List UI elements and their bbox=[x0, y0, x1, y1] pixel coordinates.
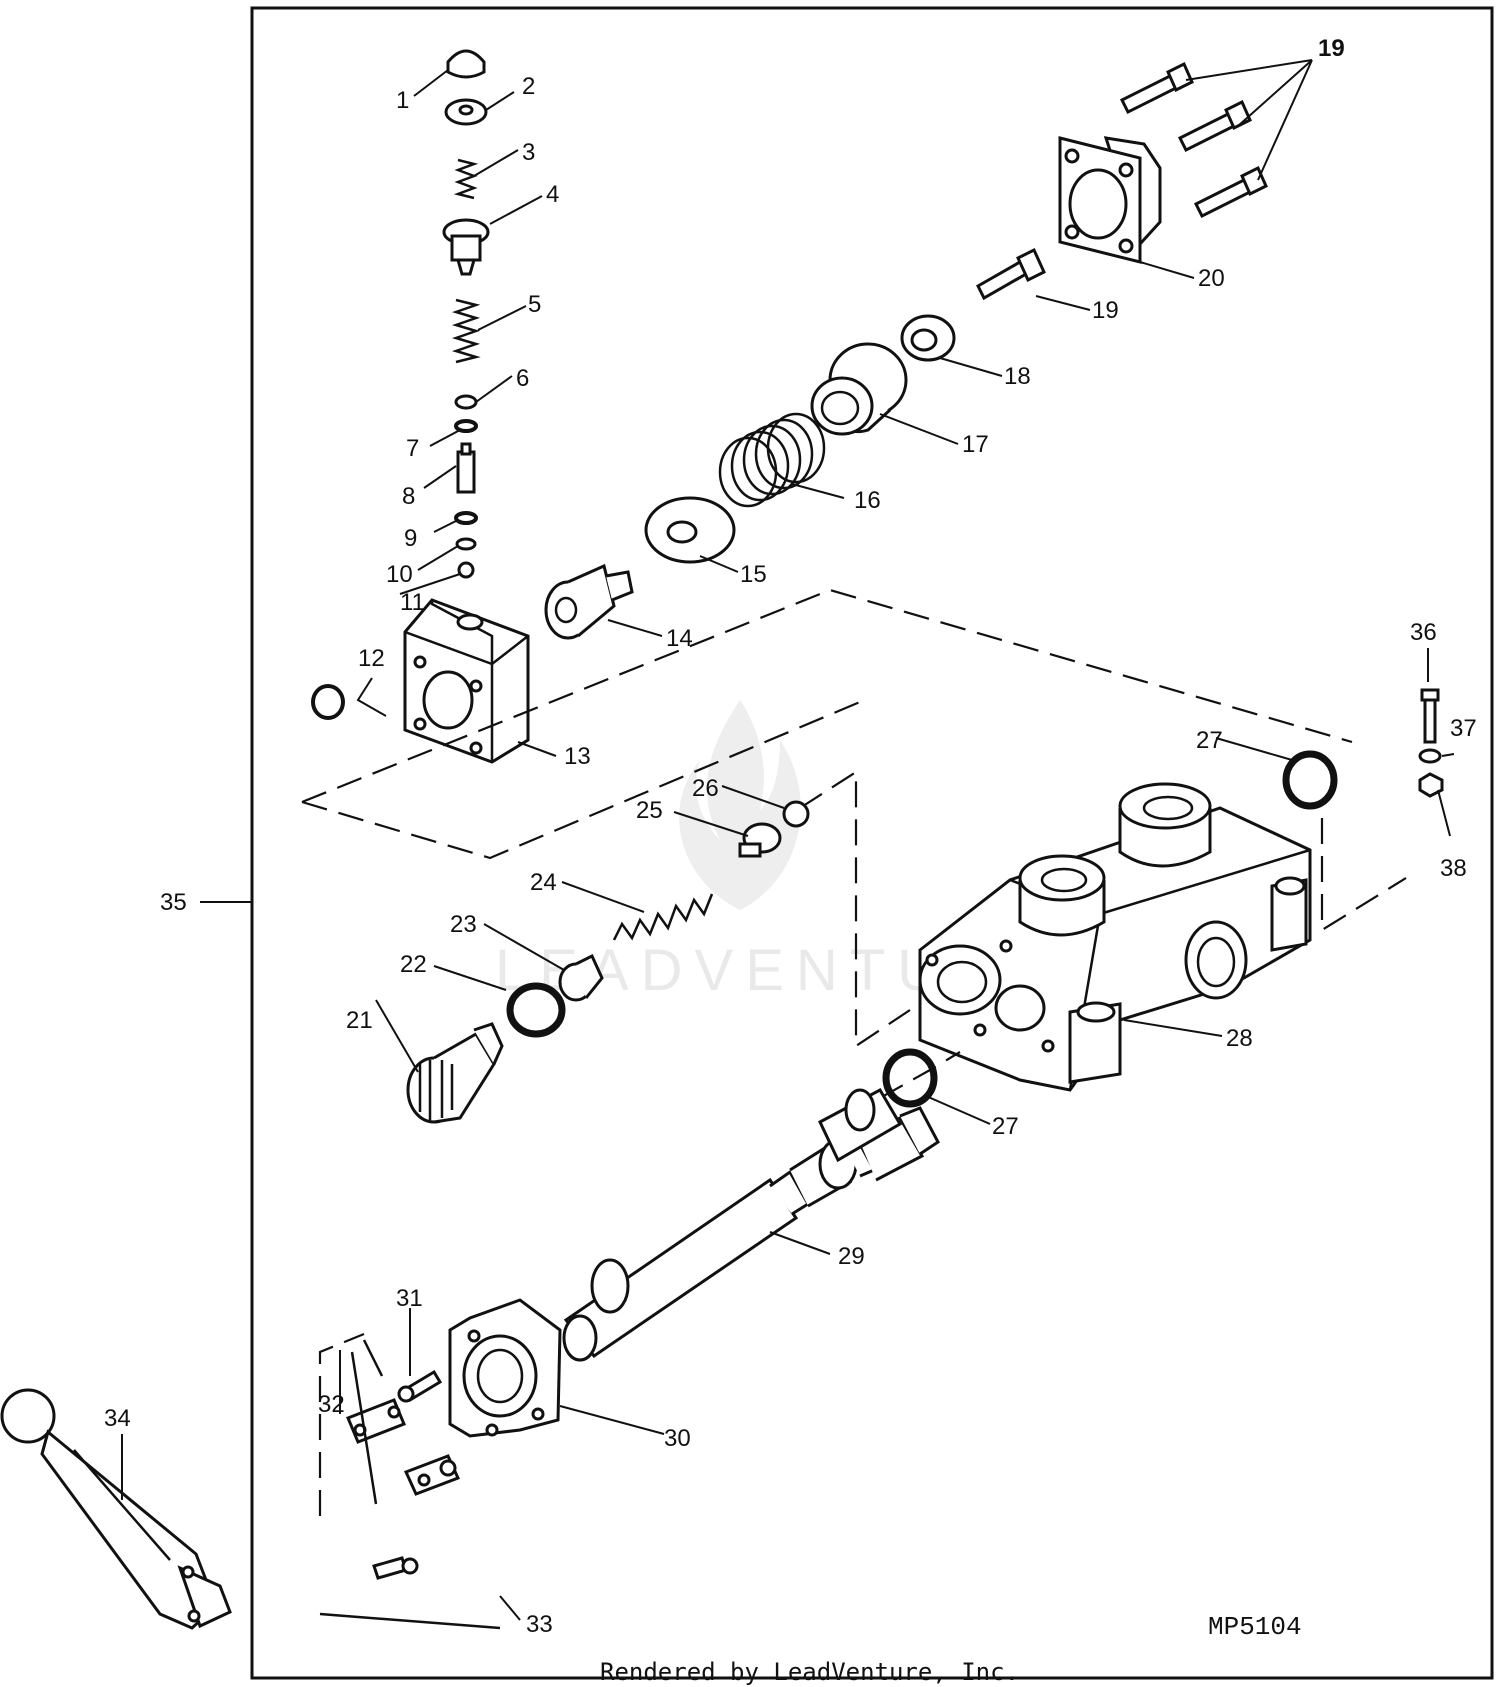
leader-lines bbox=[121, 59, 1455, 1621]
part-spring-24 bbox=[612, 893, 714, 941]
callout-22: 22 bbox=[400, 951, 427, 978]
callout-17: 17 bbox=[962, 431, 989, 458]
part-spool-29 bbox=[562, 1087, 940, 1362]
diagram-frame bbox=[250, 6, 1494, 1680]
callout-9: 9 bbox=[404, 525, 417, 552]
part-bolt-19-lower bbox=[976, 247, 1046, 301]
callout-14: 14 bbox=[666, 625, 693, 652]
part-oring-22 bbox=[506, 982, 566, 1038]
part-oring-9 bbox=[454, 511, 478, 525]
part-poppet-25 bbox=[738, 822, 782, 858]
linkage-bracket-33 bbox=[319, 1612, 501, 1630]
part-cap-20 bbox=[1058, 136, 1162, 264]
callout-27-top: 27 bbox=[1196, 727, 1223, 754]
callout-25: 25 bbox=[636, 797, 663, 824]
plug-group-dash bbox=[799, 769, 911, 1049]
part-linkage-32 bbox=[318, 1332, 461, 1580]
part-flange-30 bbox=[448, 1298, 562, 1438]
callout-labels: 1 2 3 4 5 6 7 8 9 10 11 12 13 14 15 16 1… bbox=[104, 35, 1477, 1638]
part-washer-18 bbox=[900, 314, 956, 362]
callout-5: 5 bbox=[528, 291, 541, 318]
callout-30: 30 bbox=[664, 1425, 691, 1452]
part-plug-21 bbox=[406, 1022, 504, 1124]
callout-20: 20 bbox=[1198, 265, 1225, 292]
part-oring-7 bbox=[454, 419, 478, 433]
callout-18: 18 bbox=[1004, 363, 1031, 390]
callout-7: 7 bbox=[406, 435, 419, 462]
part-spring-seat-17 bbox=[810, 342, 908, 436]
housing-group-dash bbox=[301, 588, 1353, 860]
part-bolt-36 bbox=[1420, 688, 1440, 744]
part-washer-10 bbox=[455, 537, 477, 551]
callout-32: 32 bbox=[318, 1391, 345, 1418]
callout-8: 8 bbox=[402, 483, 415, 510]
callout-36: 36 bbox=[1410, 619, 1437, 646]
callout-28: 28 bbox=[1226, 1025, 1253, 1052]
part-relief-spring bbox=[451, 298, 481, 364]
part-washer-6 bbox=[454, 394, 478, 410]
callout-6: 6 bbox=[516, 365, 529, 392]
callout-4: 4 bbox=[546, 181, 559, 208]
callout-38: 38 bbox=[1440, 855, 1467, 882]
part-poppet bbox=[456, 442, 476, 494]
callout-37: 37 bbox=[1450, 715, 1477, 742]
callout-26: 26 bbox=[692, 775, 719, 802]
callout-12: 12 bbox=[358, 645, 385, 672]
part-hex-nut bbox=[444, 98, 488, 126]
part-nut-38 bbox=[1418, 772, 1444, 798]
callout-27-bottom: 27 bbox=[992, 1113, 1019, 1140]
callout-31: 31 bbox=[396, 1285, 423, 1312]
hardware-dash bbox=[1320, 818, 1407, 932]
part-ball-11 bbox=[457, 561, 475, 579]
callout-24: 24 bbox=[530, 869, 557, 896]
part-small-spring bbox=[453, 158, 479, 200]
callout-23: 23 bbox=[450, 911, 477, 938]
callout-35: 35 bbox=[160, 889, 187, 916]
part-ball-26 bbox=[782, 800, 810, 828]
part-spring-16 bbox=[718, 412, 826, 508]
diagram-id: MP5104 bbox=[1208, 1612, 1302, 1642]
part-washer-15 bbox=[644, 496, 736, 564]
callout-33: 33 bbox=[526, 1611, 553, 1638]
part-plunger-14 bbox=[544, 563, 634, 640]
part-valve-body bbox=[918, 782, 1312, 1092]
callout-21: 21 bbox=[346, 1007, 373, 1034]
callout-11: 11 bbox=[400, 589, 425, 616]
footer-credit: Rendered by LeadVenture, Inc. bbox=[600, 1658, 1019, 1686]
callout-16: 16 bbox=[854, 487, 881, 514]
callout-19-upper: 19 bbox=[1318, 35, 1345, 62]
callout-19-lower: 19 bbox=[1092, 297, 1119, 324]
part-oring-27-top bbox=[1282, 750, 1338, 810]
part-adjuster bbox=[442, 218, 490, 276]
part-oring-12 bbox=[311, 684, 345, 720]
callout-15: 15 bbox=[740, 561, 767, 588]
callout-3: 3 bbox=[522, 139, 535, 166]
callout-34: 34 bbox=[104, 1405, 131, 1432]
callout-1: 1 bbox=[396, 87, 409, 114]
part-handle-34 bbox=[0, 1388, 232, 1630]
callout-2: 2 bbox=[522, 73, 535, 100]
part-cap-nut bbox=[446, 49, 486, 79]
part-screw-31 bbox=[397, 1369, 443, 1403]
part-washer-37 bbox=[1418, 748, 1442, 764]
part-bolts-19-upper bbox=[1119, 61, 1268, 219]
part-valve-housing bbox=[403, 598, 530, 764]
part-plug-23 bbox=[558, 953, 604, 1002]
part-oring-27-bottom bbox=[882, 1048, 938, 1108]
callout-29: 29 bbox=[838, 1243, 865, 1270]
callout-10: 10 bbox=[386, 561, 413, 588]
callout-13: 13 bbox=[564, 743, 591, 770]
